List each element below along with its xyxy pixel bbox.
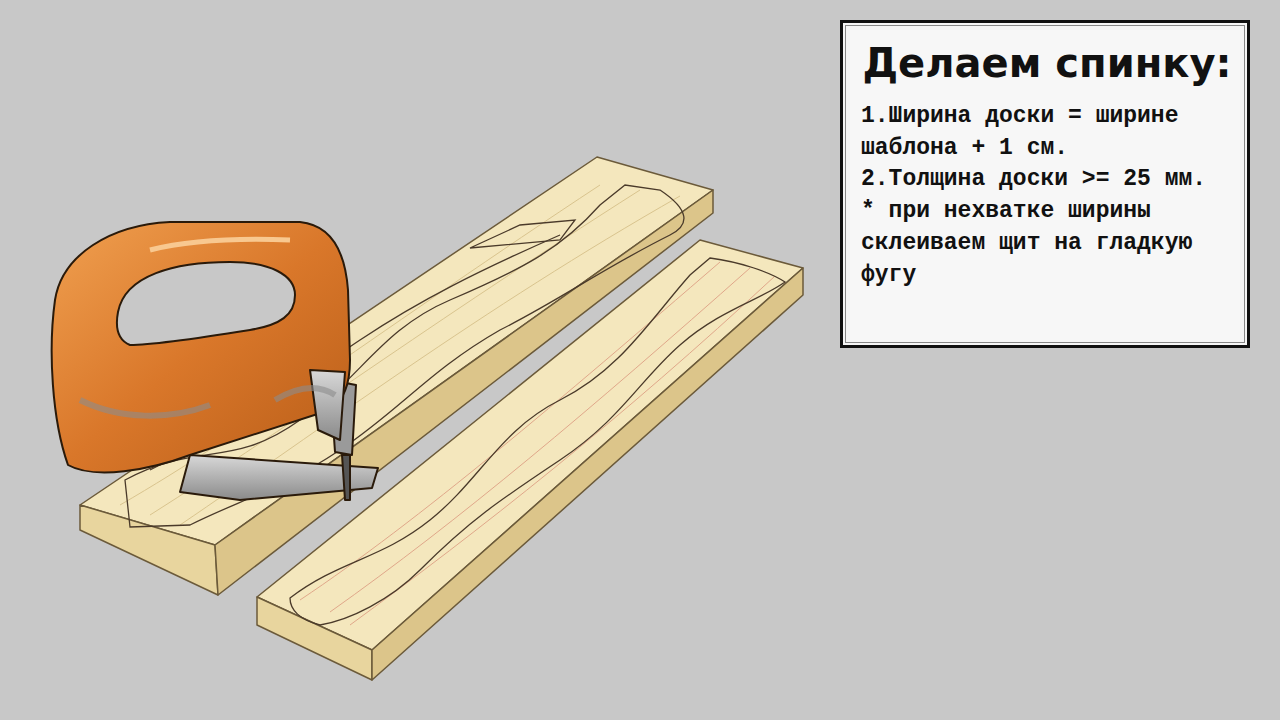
jigsaw	[52, 222, 378, 500]
template-outline-front	[290, 258, 785, 625]
note-line: 1.Ширина доски = ширине шаблона + 1 см.	[861, 101, 1179, 164]
note-line: 2.Толщина доски >= 25 мм.	[861, 164, 1233, 196]
note-line: * при нехватке ширины склеиваем щит на г…	[861, 196, 1233, 291]
box-heading: Делаем спинку:	[861, 39, 1233, 87]
board-front-grain	[300, 262, 775, 625]
note-box: Делаем спинку: 1.Ширина доски = ширине ша…	[840, 20, 1250, 348]
